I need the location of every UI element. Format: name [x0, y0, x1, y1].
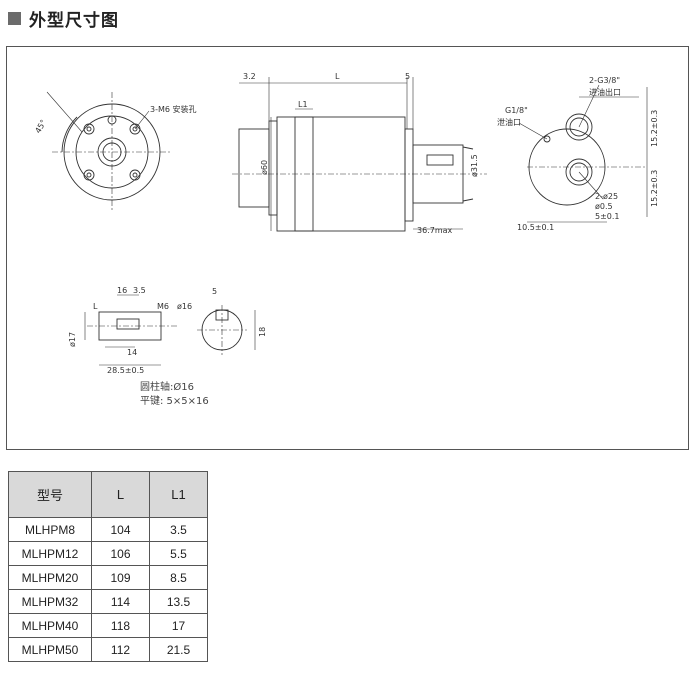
port-g18-label: G1/8"	[505, 106, 528, 115]
side-dim-5: 5	[405, 72, 410, 81]
cell-model: MLHPM50	[8, 637, 92, 662]
shaft-dim-16: 16	[117, 286, 127, 295]
model-table: 型号 L L1 MLHPM8 104 3.5 MLHPM12 106 5.5 M…	[8, 471, 208, 662]
cell-model: MLHPM20	[8, 565, 92, 590]
cell-L: 112	[91, 637, 150, 662]
shaft-dim-phi17: ø17	[68, 332, 77, 347]
key-dim-top: 5	[212, 287, 217, 296]
cell-model: MLHPM32	[8, 589, 92, 614]
table-row: MLHPM32 114 13.5	[8, 589, 208, 614]
port-inlet-left-label: 泄油口	[497, 117, 521, 127]
port-dim-152b: 15.2±0.3	[650, 170, 659, 207]
table-row: MLHPM20 109 8.5	[8, 565, 208, 590]
table-row: MLHPM12 106 5.5	[8, 541, 208, 566]
shaft-dim-l: L	[93, 302, 98, 311]
side-dim-367: 36.7max	[417, 226, 453, 235]
dimension-drawing: 45° 3-M6 安装孔 3.2 L 5 L1 ø60 ø31.5 36.7ma…	[6, 46, 689, 450]
side-dim-phi60: ø60	[260, 160, 269, 175]
cell-L: 104	[91, 517, 150, 542]
key-dim-phi16: ø16	[177, 302, 192, 311]
shaft-dim-14: 14	[127, 348, 137, 357]
cell-model: MLHPM12	[8, 541, 92, 566]
spec-line-shaft: 圆柱轴:Ø16	[140, 382, 194, 393]
shaft-dim-285: 28.5±0.5	[107, 366, 144, 375]
shaft-m6-label: M6	[157, 302, 169, 311]
front-view: 45° 3-M6 安装孔	[33, 91, 197, 212]
port-dim-5: 5±0.1	[595, 212, 620, 221]
cell-L: 106	[91, 541, 150, 566]
header-model: 型号	[8, 471, 92, 518]
cell-L: 118	[91, 613, 150, 638]
shaft-dim-35: 3.5	[133, 286, 146, 295]
header-L: L	[91, 471, 150, 518]
table-header-row: 型号 L L1	[8, 471, 208, 518]
key-dim-h18: 18	[258, 327, 267, 337]
shaft-view: 16 3.5 M6 L 14 28.5±0.5 ø17	[68, 286, 177, 375]
side-dim-L: L	[335, 72, 340, 81]
cell-L1: 5.5	[149, 541, 208, 566]
table-row: MLHPM8 104 3.5	[8, 517, 208, 542]
front-angle-label: 45°	[33, 118, 48, 135]
front-holes-label: 3-M6 安装孔	[150, 104, 197, 114]
port-dim-152a: 15.2±0.3	[650, 110, 659, 147]
port-dim-105: 10.5±0.1	[517, 223, 554, 232]
side-dim-L1: L1	[298, 100, 308, 109]
port-view: 2-G3/8" 进油出口 G1/8" 泄油口 15.2±0.3 15.2±0.3…	[497, 76, 659, 232]
spec-notes: 圆柱轴:Ø16 平键: 5×5×16	[140, 381, 209, 409]
cell-L: 114	[91, 589, 150, 614]
cell-L1: 3.5	[149, 517, 208, 542]
table-row: MLHPM40 118 17	[8, 613, 208, 638]
port-phi05-label: ø0.5	[595, 202, 613, 211]
side-dim-phi315: ø31.5	[470, 154, 479, 177]
header-L1: L1	[149, 471, 208, 518]
cell-model: MLHPM8	[8, 517, 92, 542]
cell-L1: 17	[149, 613, 208, 638]
port-g38-label: 2-G3/8"	[589, 76, 620, 85]
key-view: 5 ø16 18	[177, 287, 267, 355]
port-inlet-top-label: 进油出口	[589, 87, 621, 97]
port-phi25-label: 2-ø25	[595, 192, 618, 201]
section-header: 外型尺寸图	[8, 6, 119, 31]
cell-model: MLHPM40	[8, 613, 92, 638]
table-row: MLHPM50 112 21.5	[8, 637, 208, 662]
cell-L: 109	[91, 565, 150, 590]
spec-line-key: 平键: 5×5×16	[140, 396, 209, 407]
section-title: 外型尺寸图	[29, 11, 119, 31]
square-icon	[8, 12, 21, 25]
cell-L1: 8.5	[149, 565, 208, 590]
side-dim-32: 3.2	[243, 72, 256, 81]
cell-L1: 13.5	[149, 589, 208, 614]
side-view: 3.2 L 5 L1 ø60 ø31.5 36.7max	[232, 72, 487, 235]
cell-L1: 21.5	[149, 637, 208, 662]
